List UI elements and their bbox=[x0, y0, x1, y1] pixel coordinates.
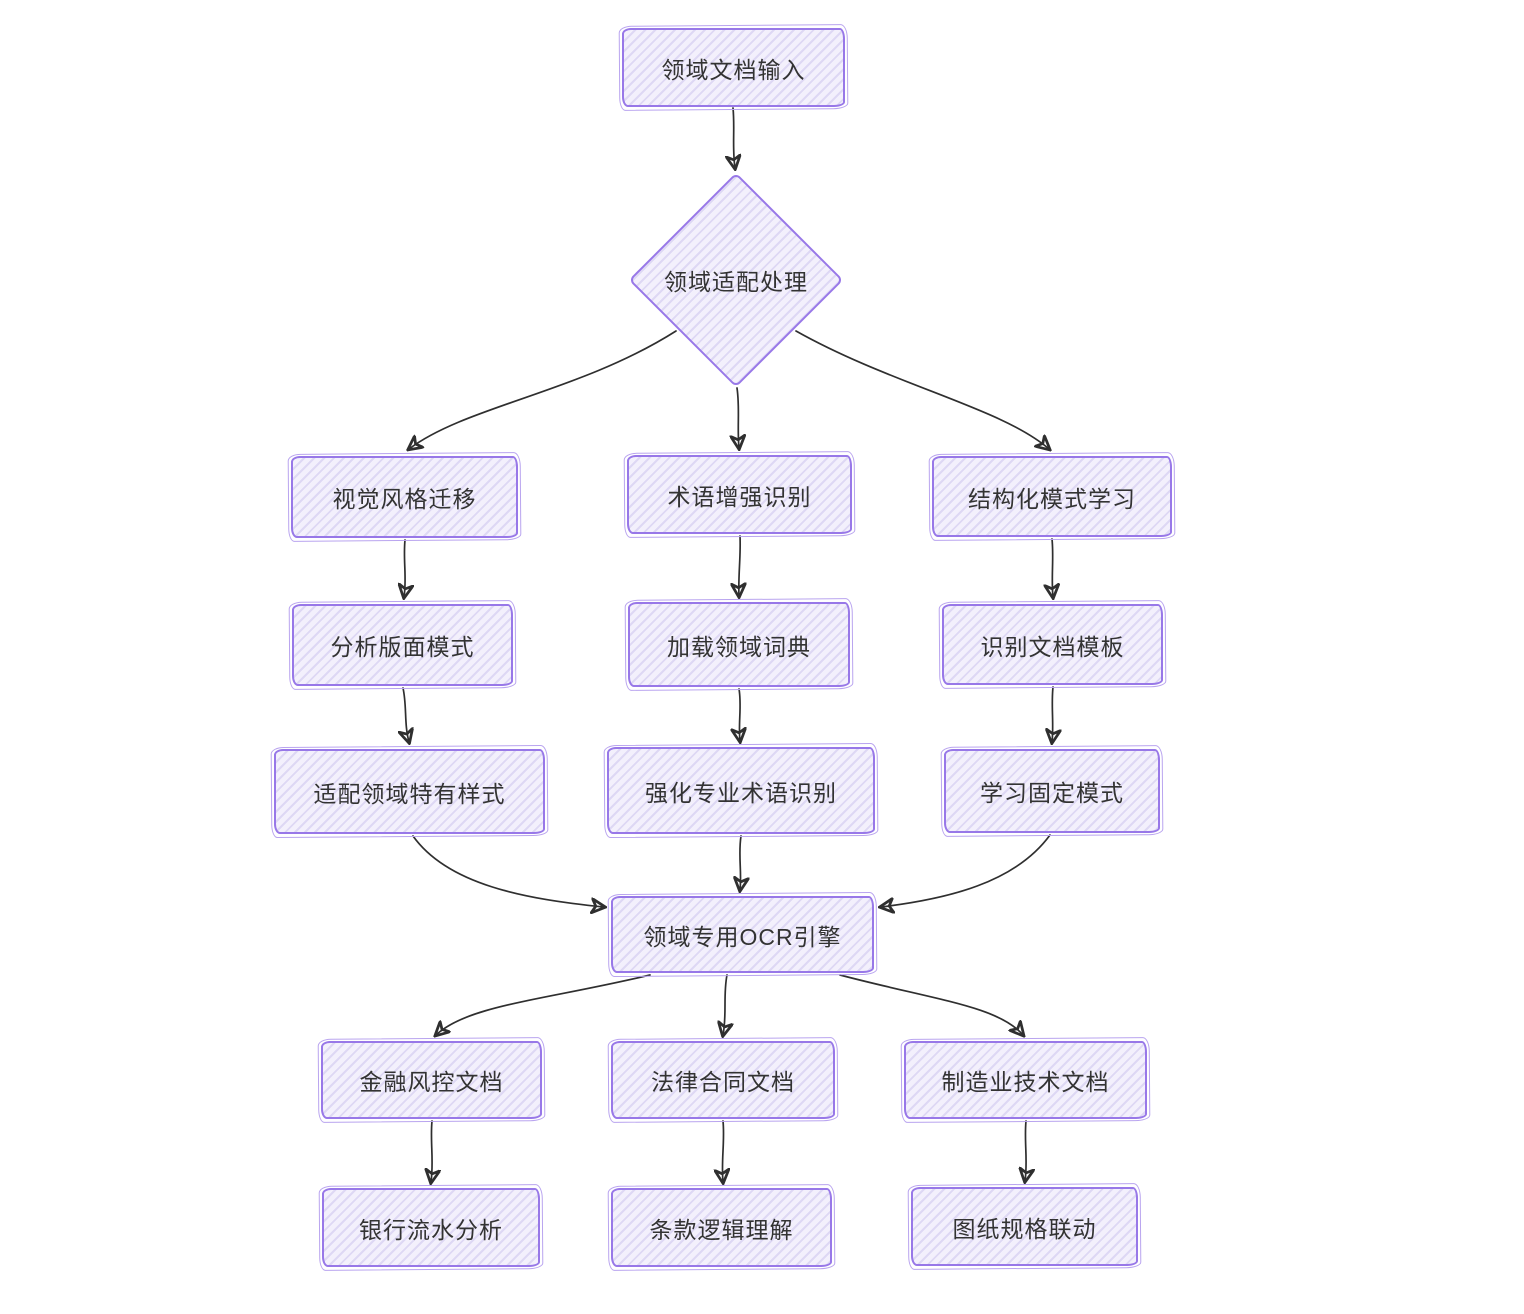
node-legal-contract-doc: 法律合同文档 bbox=[611, 1041, 835, 1119]
node-adapt-domain-specific-style: 适配领域特有样式 bbox=[274, 749, 545, 834]
node-label: 视觉风格迁移 bbox=[332, 486, 477, 512]
edge-struct-template bbox=[1052, 538, 1053, 597]
node-domain-ocr-engine: 领域专用OCR引擎 bbox=[611, 896, 874, 973]
node-label: 图纸规格联动 bbox=[952, 1215, 1097, 1242]
node-label: 领域适配处理 bbox=[664, 269, 808, 295]
edge-adapt-term-enhance bbox=[737, 387, 739, 448]
edge-ocr-legal bbox=[723, 974, 727, 1035]
node-label: 制造业技术文档 bbox=[941, 1069, 1110, 1095]
node-label: 银行流水分析 bbox=[359, 1216, 503, 1243]
node-finance-risk-doc: 金融风控文档 bbox=[321, 1041, 542, 1119]
edge-loaddict-proterm bbox=[739, 688, 740, 741]
edge-input-adapt bbox=[733, 107, 735, 168]
edge-layout-domainstyle bbox=[403, 687, 409, 742]
edge-term-loaddict bbox=[739, 535, 740, 596]
node-label: 识别文档模板 bbox=[980, 633, 1125, 660]
node-label: 分析版面模式 bbox=[330, 634, 475, 660]
node-strengthen-pro-term-recognition: 强化专业术语识别 bbox=[607, 747, 875, 834]
edge-template-fixed bbox=[1052, 686, 1053, 742]
node-term-enhanced-recognition: 术语增强识别 bbox=[627, 455, 852, 534]
node-drawing-spec-linkage: 图纸规格联动 bbox=[911, 1187, 1138, 1266]
edge-legal-clause bbox=[722, 1120, 723, 1182]
node-load-domain-dictionary: 加载领域词典 bbox=[628, 602, 850, 687]
node-clause-logic-understanding: 条款逻辑理解 bbox=[611, 1188, 832, 1267]
node-label: 术语增强识别 bbox=[667, 483, 812, 510]
edge-proterm-ocr bbox=[740, 835, 741, 890]
edge-domainstyle-ocr bbox=[412, 835, 604, 907]
node-label: 强化专业术语识别 bbox=[645, 779, 837, 806]
node-label: 学习固定模式 bbox=[980, 780, 1124, 806]
node-label: 法律合同文档 bbox=[651, 1069, 795, 1095]
node-label: 领域专用OCR引擎 bbox=[643, 923, 842, 950]
node-label: 加载领域词典 bbox=[667, 633, 811, 660]
edge-visual-layout bbox=[404, 539, 405, 597]
node-label: 结构化模式学习 bbox=[968, 485, 1136, 512]
node-analyze-layout-pattern: 分析版面模式 bbox=[292, 604, 513, 686]
node-domain-adapt-decision: 领域适配处理 bbox=[628, 172, 844, 388]
node-label: 领域文档输入 bbox=[661, 56, 806, 83]
node-label: 金融风控文档 bbox=[359, 1069, 504, 1095]
node-label: 条款逻辑理解 bbox=[649, 1216, 794, 1243]
edge-manufacturing-drawing bbox=[1025, 1120, 1026, 1181]
edge-ocr-manufacturing bbox=[839, 974, 1023, 1035]
node-visual-style-transfer: 视觉风格迁移 bbox=[291, 456, 518, 538]
node-domain-doc-input: 领域文档输入 bbox=[622, 28, 845, 107]
edge-fixed-ocr bbox=[881, 834, 1051, 907]
edge-ocr-finance bbox=[436, 974, 651, 1035]
edge-finance-bankflow bbox=[431, 1120, 432, 1182]
node-recognize-doc-template: 识别文档模板 bbox=[942, 604, 1163, 685]
node-learn-fixed-pattern: 学习固定模式 bbox=[944, 749, 1160, 833]
node-bank-statement-analysis: 银行流水分析 bbox=[322, 1188, 540, 1267]
node-label: 适配领域特有样式 bbox=[313, 780, 506, 807]
node-structured-pattern-learning: 结构化模式学习 bbox=[932, 456, 1172, 537]
node-manufacturing-tech-doc: 制造业技术文档 bbox=[904, 1041, 1147, 1119]
